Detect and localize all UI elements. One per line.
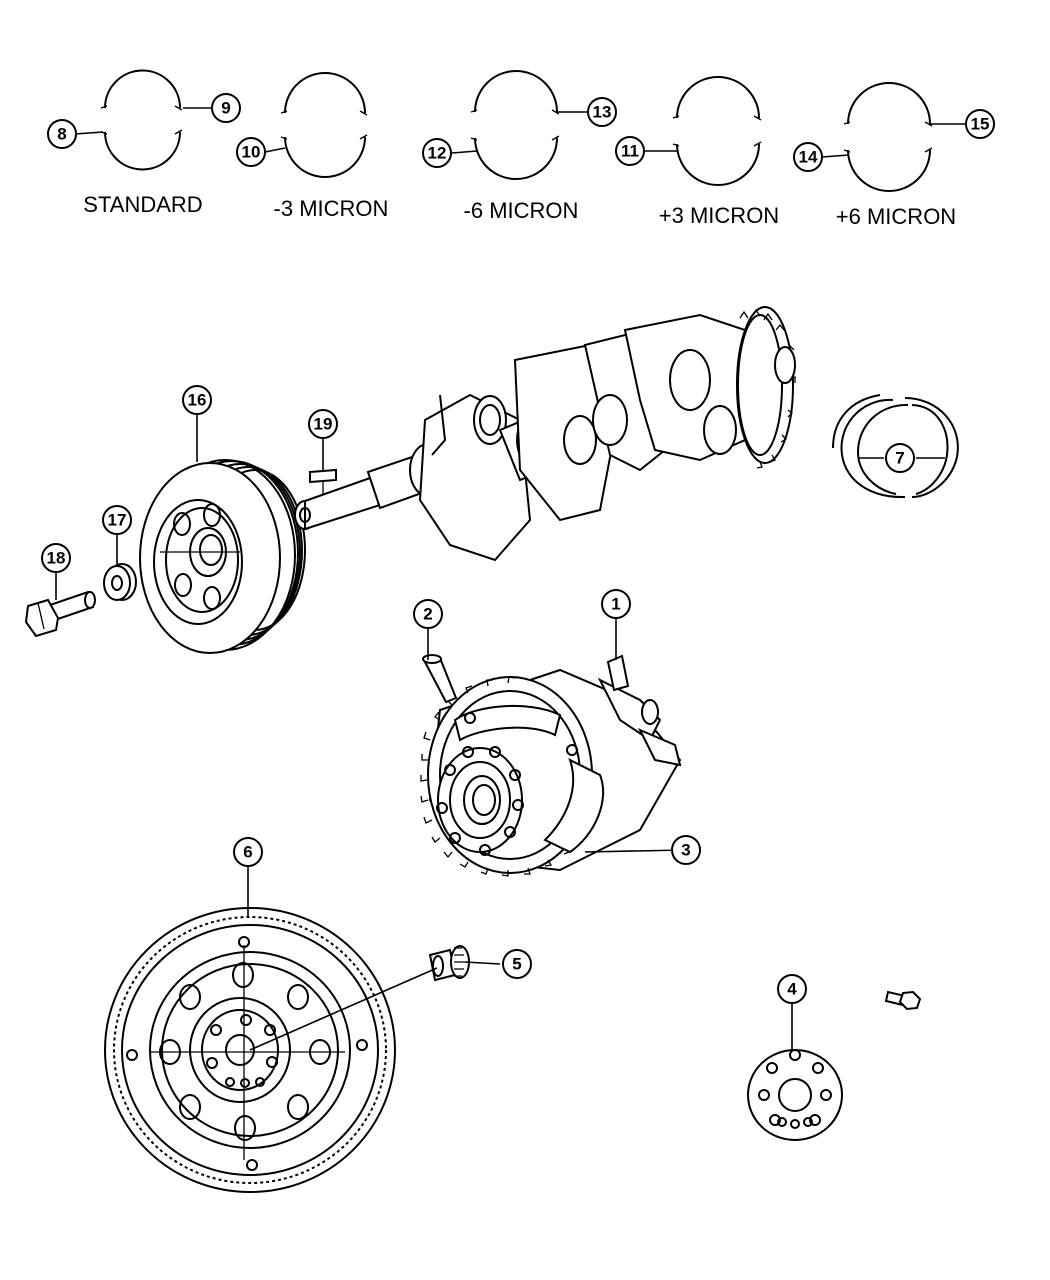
crankshaft-tone-wheel	[420, 654, 682, 877]
bearing-set-plus6	[843, 82, 933, 192]
crankshaft-damper-pulley	[139, 459, 306, 654]
callout-13: 13	[587, 97, 617, 127]
small-bolt	[884, 990, 922, 1011]
callout-12: 12	[422, 138, 452, 168]
svg-text:6: 6	[243, 843, 252, 862]
svg-text:19: 19	[314, 415, 333, 434]
svg-text:7: 7	[895, 449, 904, 468]
svg-text:12: 12	[428, 144, 447, 163]
svg-text:9: 9	[221, 99, 230, 118]
svg-text:15: 15	[971, 115, 990, 134]
callout-4: 4	[777, 974, 807, 1004]
callout-15: 15	[965, 109, 995, 139]
flexplate-bolt	[428, 945, 470, 982]
svg-text:11: 11	[621, 142, 639, 161]
callout-11: 11	[615, 136, 645, 166]
svg-text:1: 1	[611, 595, 620, 614]
callout-18: 18	[41, 543, 71, 573]
label-plus-6-micron: +6 MICRON	[836, 204, 956, 229]
callout-17: 17	[102, 505, 132, 535]
callout-9: 9	[211, 93, 241, 123]
bearing-set-standard	[100, 69, 183, 171]
callout-1: 1	[601, 589, 631, 619]
callout-3: 3	[671, 835, 701, 865]
woodruff-key	[309, 468, 337, 495]
dowel-pin	[422, 654, 458, 704]
svg-text:8: 8	[57, 125, 66, 144]
svg-text:2: 2	[423, 605, 432, 624]
svg-text:17: 17	[108, 511, 127, 530]
callout-19: 19	[308, 409, 338, 439]
callout-5: 5	[502, 949, 532, 979]
callout-6: 6	[233, 837, 263, 867]
bearing-set-minus6	[470, 70, 560, 180]
svg-text:5: 5	[512, 955, 521, 974]
svg-text:16: 16	[188, 391, 207, 410]
svg-text:3: 3	[681, 841, 690, 860]
flexplate-spacer	[747, 1049, 843, 1141]
callout-14: 14	[793, 142, 823, 172]
callout-7: 7	[885, 443, 915, 473]
svg-text:18: 18	[47, 549, 66, 568]
crankshaft	[294, 306, 796, 562]
label-plus-3-micron: +3 MICRON	[659, 203, 779, 228]
callout-8: 8	[47, 119, 77, 149]
svg-text:13: 13	[593, 103, 612, 122]
bearing-set-plus3	[672, 76, 762, 186]
damper-bolt	[24, 590, 96, 638]
washer	[103, 563, 137, 601]
thrust-bearing-halves	[832, 394, 959, 499]
label-minus-3-micron: -3 MICRON	[274, 196, 389, 221]
bearing-set-minus3	[280, 72, 368, 178]
svg-text:10: 10	[242, 143, 261, 162]
callout-2: 2	[413, 599, 443, 629]
label-standard: STANDARD	[83, 192, 202, 217]
callout-16: 16	[182, 385, 212, 415]
svg-text:14: 14	[799, 148, 818, 167]
callout-10: 10	[236, 137, 266, 167]
label-minus-6-micron: -6 MICRON	[464, 198, 579, 223]
svg-text:4: 4	[787, 980, 797, 999]
